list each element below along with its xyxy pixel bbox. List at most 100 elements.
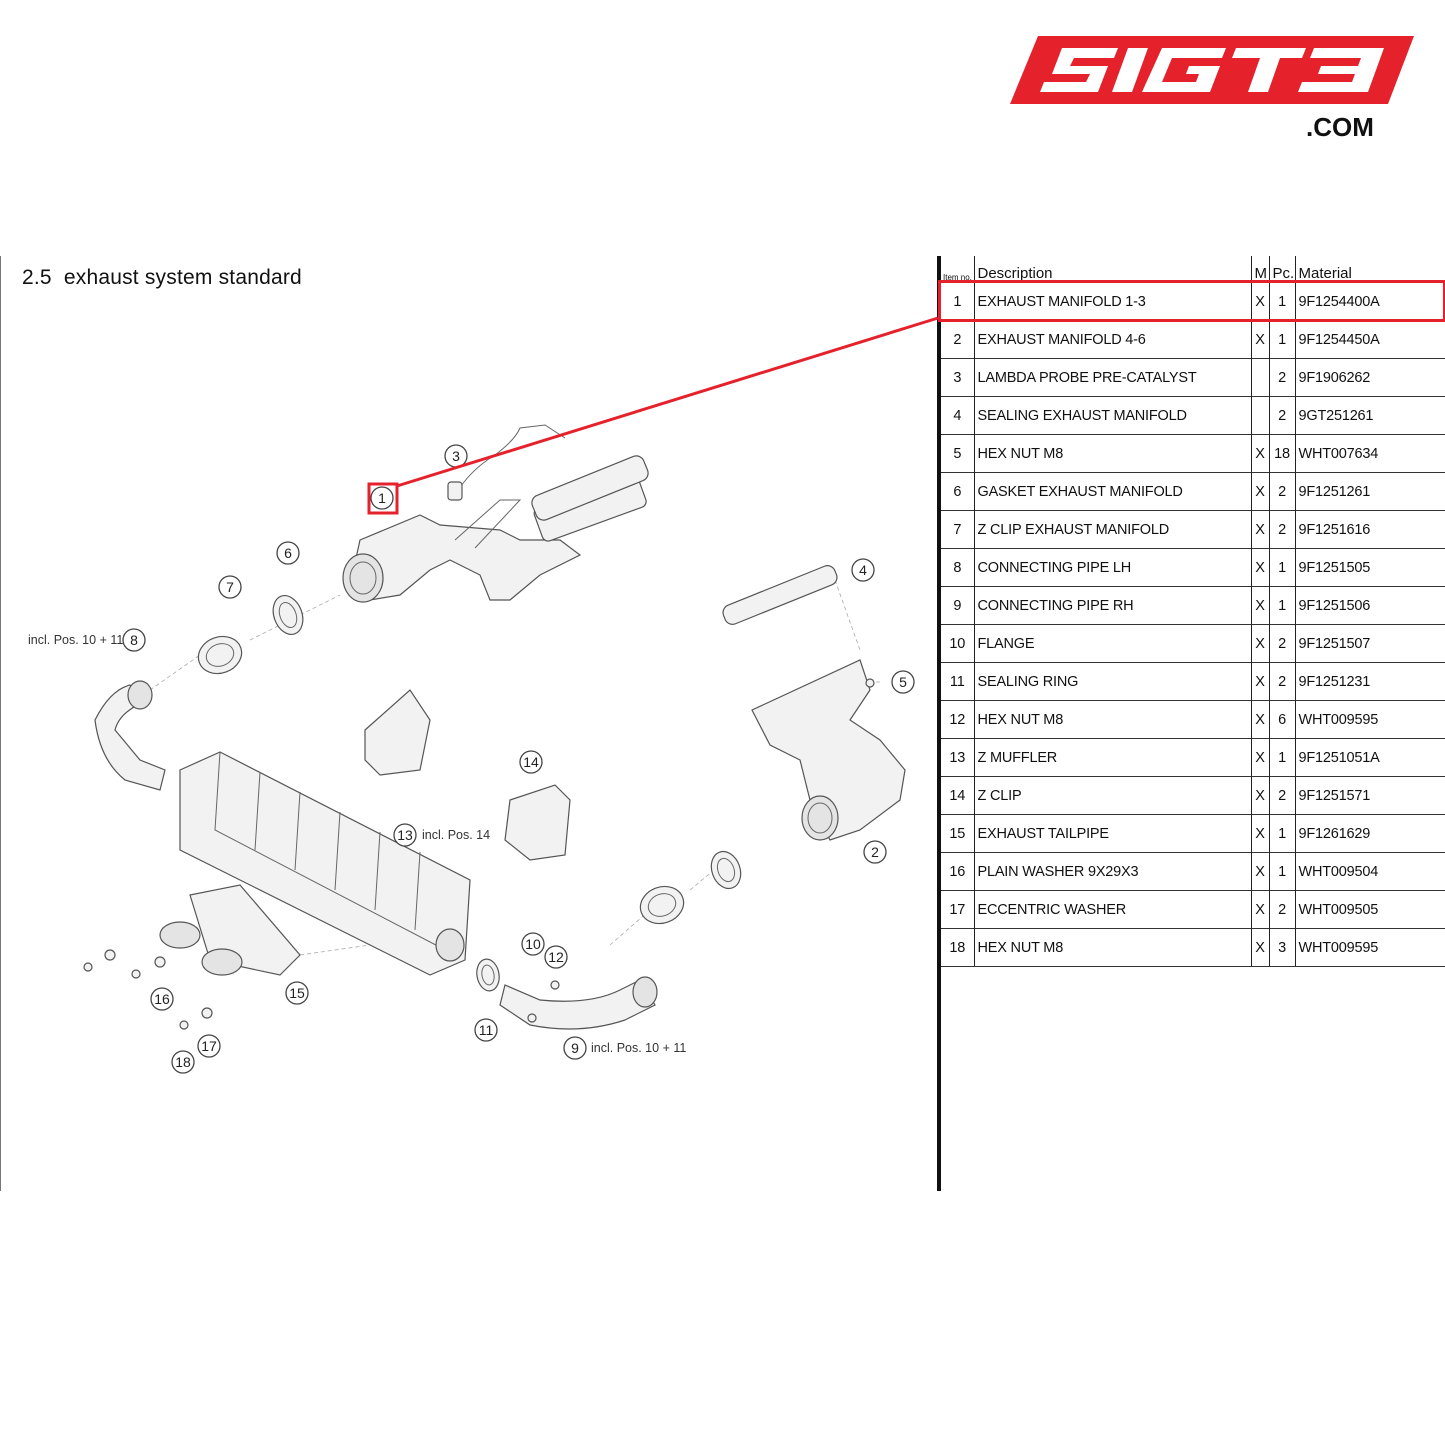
- callout-15[interactable]: 15: [285, 981, 309, 1005]
- exhaust-exploded-diagram: 1 2 3 4 5 6 7 8 9 10 11 12 13 14 15 16 1…: [28, 424, 915, 1074]
- part-muffler-straps: [364, 689, 571, 861]
- part-z-clips: [197, 635, 685, 925]
- cell-item-no: 7: [941, 510, 974, 549]
- cell-m: X: [1250, 586, 1269, 625]
- callout-2[interactable]: 2: [863, 840, 887, 864]
- cell-description: SEALING RING: [973, 662, 1251, 701]
- cell-material: 9GT251261: [1294, 396, 1445, 435]
- cell-pc: 2: [1268, 396, 1295, 435]
- part-manifold-gaskets: [531, 455, 838, 625]
- cell-item-no: 8: [941, 548, 974, 587]
- callout-7[interactable]: 7: [218, 575, 242, 599]
- cell-m: X: [1250, 320, 1269, 359]
- cell-item-no: 3: [941, 358, 974, 397]
- note-callout-9: incl. Pos. 10 + 11: [591, 1041, 686, 1055]
- svg-text:15: 15: [289, 985, 305, 1001]
- cell-description: LAMBDA PROBE PRE-CATALYST: [973, 358, 1251, 397]
- cell-description: HEX NUT M8: [973, 700, 1251, 739]
- callout-10[interactable]: 10: [521, 932, 545, 956]
- svg-text:4: 4: [859, 562, 867, 578]
- cell-item-no: 18: [941, 928, 974, 967]
- cell-item-no: 9: [941, 586, 974, 625]
- cell-item-no: 6: [941, 472, 974, 511]
- left-border: [0, 256, 1, 1191]
- cell-pc: 1: [1268, 852, 1295, 891]
- cell-description: FLANGE: [973, 624, 1251, 663]
- cell-description: Z CLIP: [973, 776, 1251, 815]
- cell-material: 9F1251231: [1294, 662, 1445, 701]
- callout-5[interactable]: 5: [891, 670, 915, 694]
- cell-pc: 1: [1268, 282, 1295, 321]
- cell-pc: 3: [1268, 928, 1295, 967]
- header-description: Description: [973, 256, 1251, 283]
- cell-material: 9F1251506: [1294, 586, 1445, 625]
- svg-text:3: 3: [452, 448, 460, 464]
- cell-m: X: [1250, 700, 1269, 739]
- cell-material: WHT009595: [1294, 928, 1445, 967]
- assembly-guide-lines: [149, 579, 880, 956]
- cell-description: HEX NUT M8: [973, 434, 1251, 473]
- callout-4[interactable]: 4: [851, 558, 875, 582]
- cell-pc: 1: [1268, 814, 1295, 853]
- cell-m: X: [1250, 510, 1269, 549]
- cell-material: WHT009505: [1294, 890, 1445, 929]
- sigt3-logo[interactable]: .COM: [1000, 28, 1420, 143]
- table-header-row: Item no. Description M Pc. Material: [941, 256, 1445, 283]
- highlight-box-item-1: [938, 280, 1445, 322]
- callout-12[interactable]: 12: [544, 945, 568, 969]
- cell-pc: 2: [1268, 510, 1295, 549]
- cell-item-no: 1: [941, 282, 974, 321]
- cell-m: X: [1250, 624, 1269, 663]
- cell-pc: 1: [1268, 586, 1295, 625]
- cell-material: 9F1251051A: [1294, 738, 1445, 777]
- part-small-hardware: [83, 678, 875, 1030]
- svg-text:17: 17: [201, 1038, 217, 1054]
- cell-item-no: 10: [941, 624, 974, 663]
- cell-item-no: 12: [941, 700, 974, 739]
- cell-material: 9F1251505: [1294, 548, 1445, 587]
- callout-14[interactable]: 14: [519, 750, 543, 774]
- cell-pc: 2: [1268, 624, 1295, 663]
- callout-8[interactable]: 8: [122, 628, 146, 652]
- cell-material: WHT009595: [1294, 700, 1445, 739]
- cell-material: WHT009504: [1294, 852, 1445, 891]
- cell-description: SEALING EXHAUST MANIFOLD: [973, 396, 1251, 435]
- callout-18[interactable]: 18: [171, 1050, 195, 1074]
- cell-description: EXHAUST TAILPIPE: [973, 814, 1251, 853]
- cell-m: X: [1250, 738, 1269, 777]
- callout-17[interactable]: 17: [197, 1034, 221, 1058]
- callout-6[interactable]: 6: [276, 541, 300, 565]
- callout-9[interactable]: 9: [563, 1036, 587, 1060]
- part-z-muffler: [179, 751, 471, 976]
- callout-13[interactable]: 13: [393, 823, 417, 847]
- cell-description: GASKET EXHAUST MANIFOLD: [973, 472, 1251, 511]
- callout-3[interactable]: 3: [444, 444, 468, 468]
- cell-item-no: 2: [941, 320, 974, 359]
- callout-11[interactable]: 11: [474, 1018, 498, 1042]
- part-sealing-rings: [272, 595, 742, 992]
- cell-description: Z MUFFLER: [973, 738, 1251, 777]
- callout-16[interactable]: 16: [150, 987, 174, 1011]
- callout-1[interactable]: 1: [370, 486, 394, 510]
- cell-m: X: [1250, 852, 1269, 891]
- cell-item-no: 15: [941, 814, 974, 853]
